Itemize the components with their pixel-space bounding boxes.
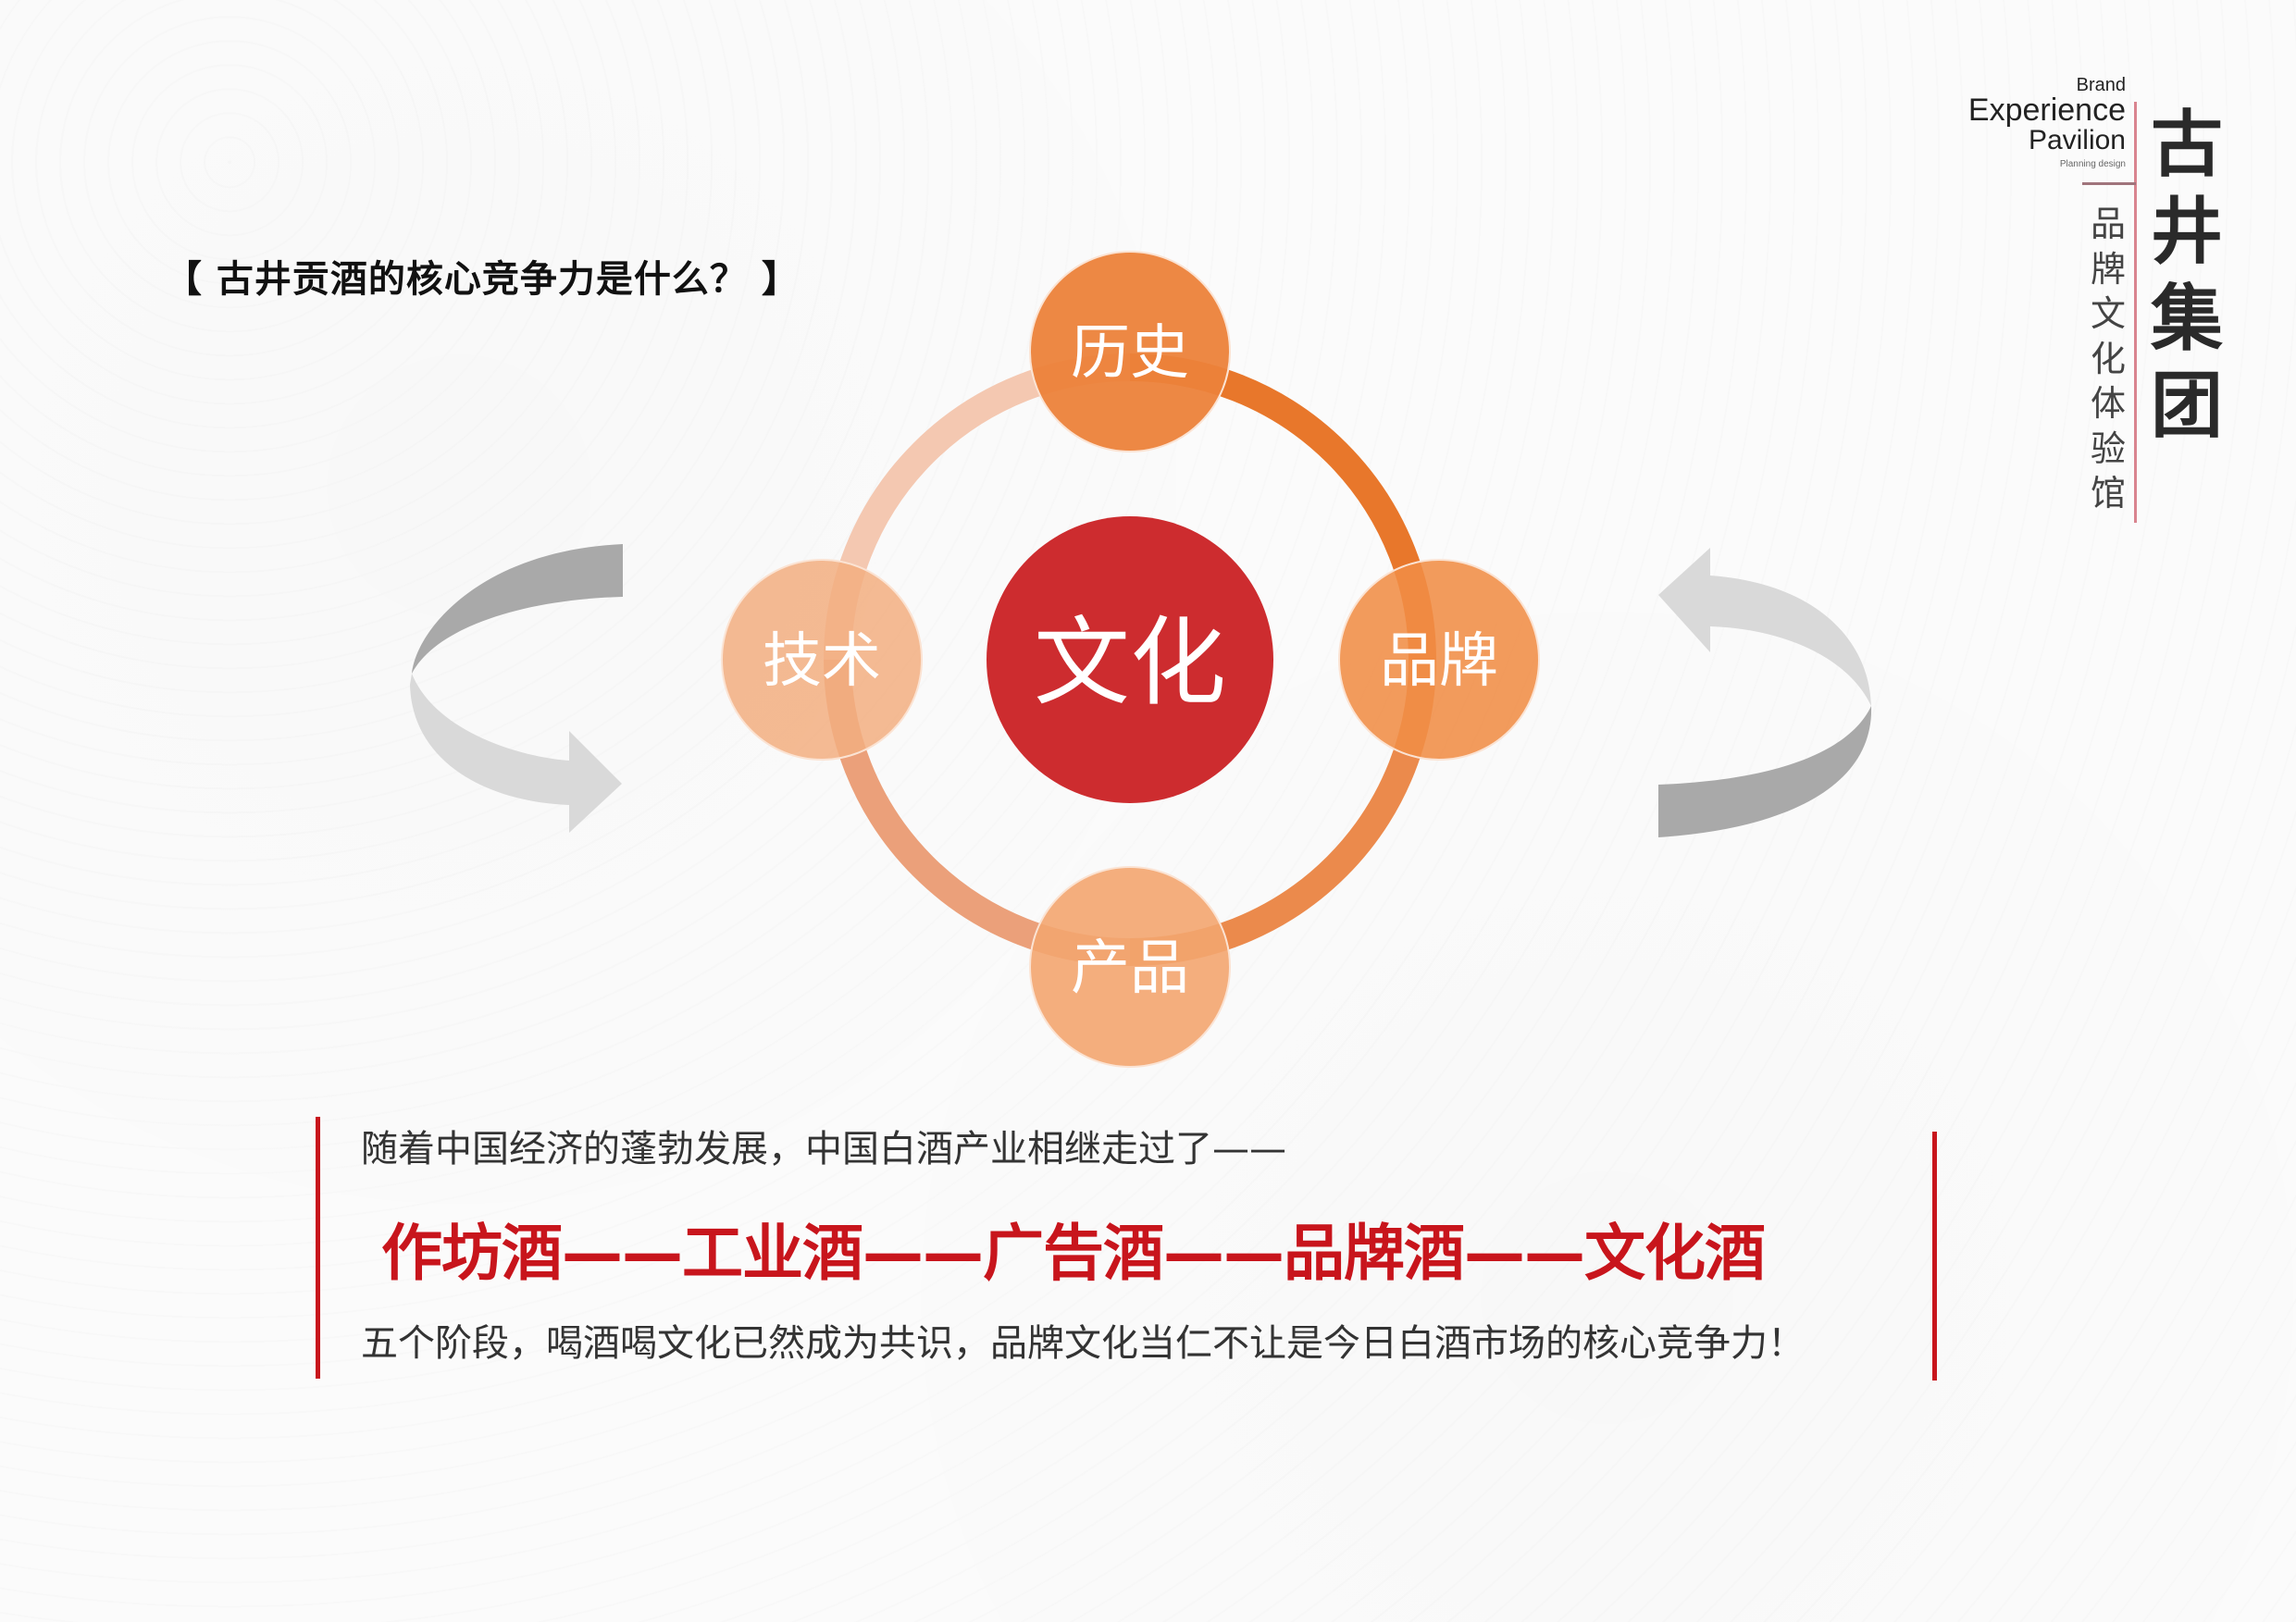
left-cycle-arrow-icon <box>410 544 623 833</box>
logo-pavilion-text: Pavilion <box>2028 125 2126 155</box>
intro-text: 随着中国经济的蓬勃发展，中国白酒产业相继走过了—— <box>361 1128 1286 1170</box>
logo-sub-char: 体 <box>2090 383 2126 424</box>
conclusion-text: 五个阶段，喝酒喝文化已然成为共识，品牌文化当仁不让是今日白酒市场的核心竞争力！ <box>361 1322 1805 1365</box>
logo-sub-char: 品 <box>2090 204 2126 244</box>
logo-sub-char: 牌 <box>2090 248 2126 290</box>
right-accent-bar <box>1932 1132 1937 1381</box>
logo-sub-char: 文 <box>2090 293 2126 334</box>
node-product-label: 产品 <box>1071 935 1189 1003</box>
stages-text: 作坊酒——工业酒——广告酒——品牌酒——文化酒 <box>381 1218 1766 1289</box>
logo-main-char: 井 <box>2150 190 2223 274</box>
logo-main-char: 团 <box>2150 364 2223 448</box>
logo-sub-char: 馆 <box>2090 473 2126 514</box>
page-title: 【 古井贡酒的核心竞争力是什么？ 】 <box>165 258 800 301</box>
logo-company-name-vertical: 古 井 集 团 <box>2145 102 2228 450</box>
logo-main-char: 集 <box>2150 277 2223 361</box>
logo-sub-char: 验 <box>2090 427 2126 469</box>
logo-divider-vertical <box>2134 102 2137 523</box>
logo-planning-text: Planning design <box>2059 159 2126 169</box>
node-history: 历史 <box>1029 251 1231 452</box>
left-accent-bar <box>316 1117 320 1379</box>
node-brand: 品牌 <box>1338 559 1540 761</box>
logo-brand-text: Brand <box>2076 75 2126 95</box>
node-culture-center: 文化 <box>987 516 1273 803</box>
node-product: 产品 <box>1029 866 1231 1068</box>
node-brand-label: 品牌 <box>1380 627 1498 696</box>
right-cycle-arrow-icon <box>1658 548 1872 837</box>
node-history-label: 历史 <box>1071 319 1189 388</box>
logo-divider-horizontal <box>2082 182 2136 185</box>
node-technology: 技术 <box>721 559 923 761</box>
logo-subtitle-vertical: 品 牌 文 化 体 验 馆 <box>2086 202 2130 516</box>
logo-main-char: 古 <box>2150 103 2223 187</box>
node-technology-label: 技术 <box>763 627 881 696</box>
logo-experience-text: Experience <box>1967 93 2126 128</box>
logo-sub-char: 化 <box>2090 338 2126 379</box>
node-culture-label: 文化 <box>1034 606 1226 719</box>
